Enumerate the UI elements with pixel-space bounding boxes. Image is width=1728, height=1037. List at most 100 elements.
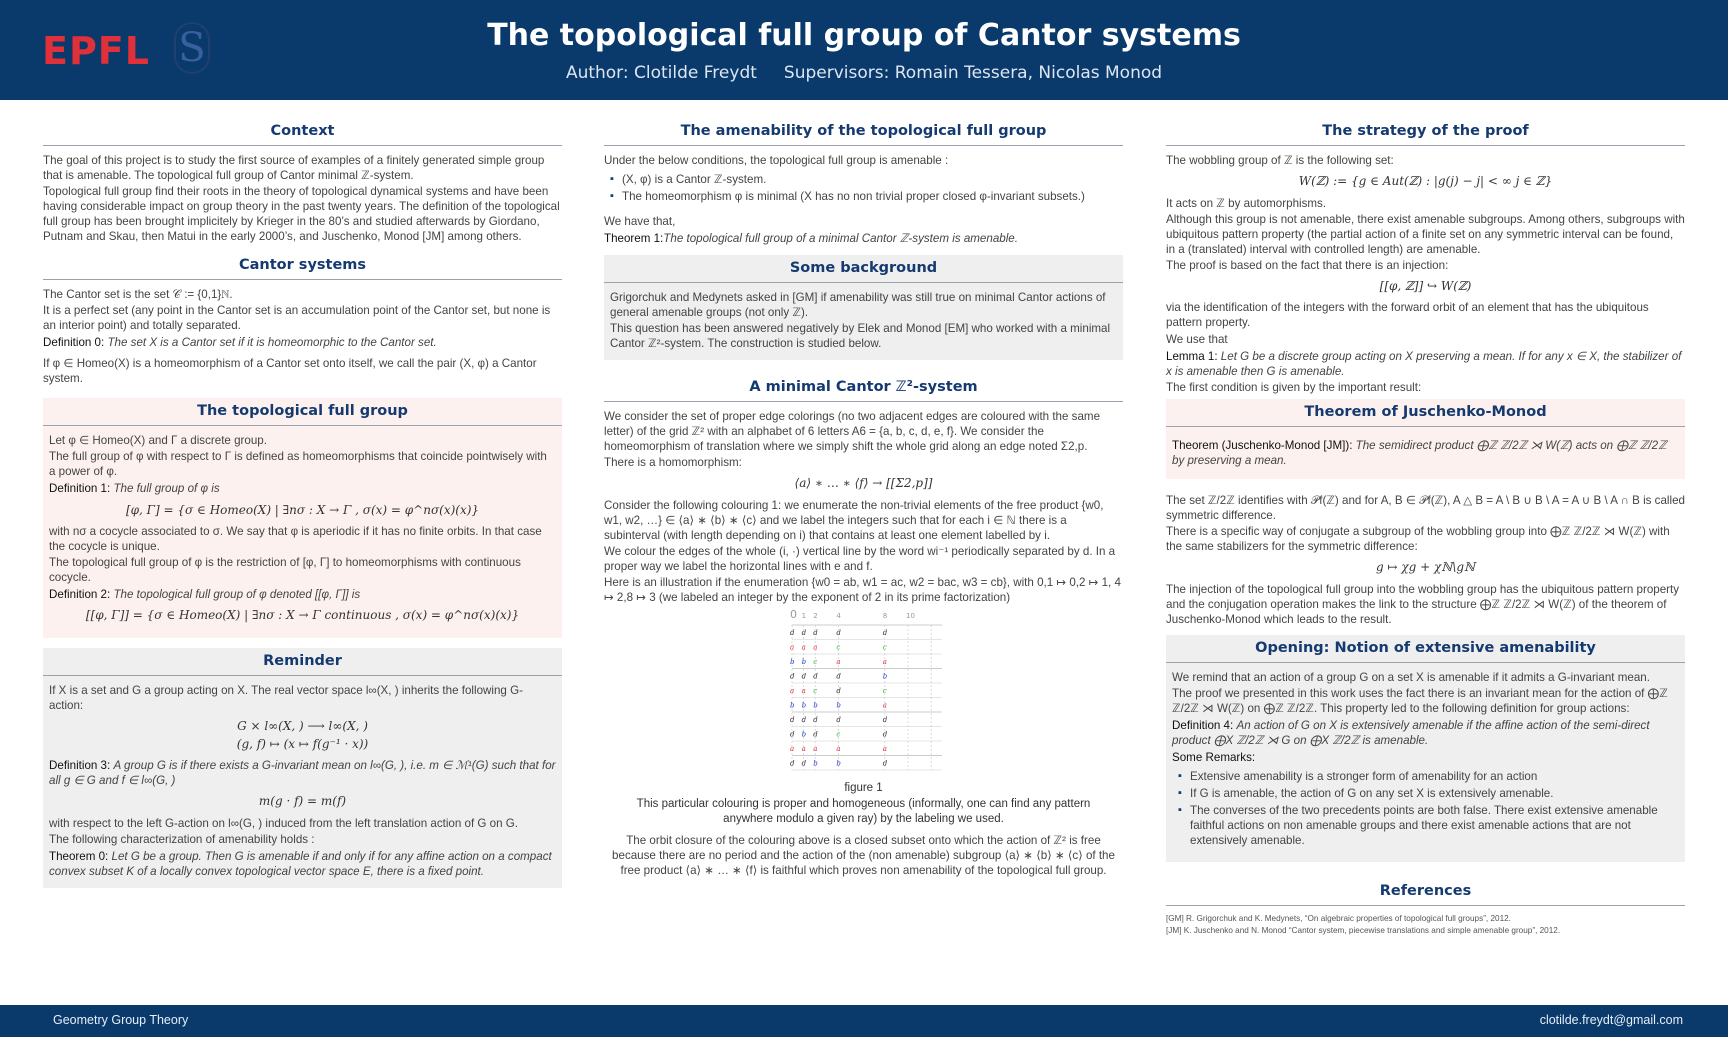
equation: g ↦ χg + χℕ\gℕ bbox=[1376, 560, 1475, 574]
reference-item: [JM] K. Juschenko and N. Monod “Cantor s… bbox=[1166, 925, 1561, 935]
definition-1: Definition 1: The full group of φ is bbox=[49, 481, 556, 496]
remarks-heading: Some Remarks: bbox=[1172, 750, 1256, 764]
section-juschenko-monod: Theorem of Juschenko-Monod Theorem (Jusc… bbox=[1166, 398, 1685, 479]
equation: G × l∞(X, ) ⟶ l∞(X, ) bbox=[237, 719, 368, 733]
paragraph: This question has been answered negative… bbox=[610, 322, 1111, 351]
edge-colour-label: c bbox=[882, 688, 886, 696]
edge-colour-label: a bbox=[790, 688, 794, 696]
section-strategy: The strategy of the proof The wobbling g… bbox=[1166, 122, 1685, 395]
edge-colour-label: d bbox=[836, 717, 841, 725]
axis-tick-label: 0 bbox=[790, 609, 797, 621]
remarks-list: Extensive amenability is a stronger form… bbox=[1178, 769, 1679, 848]
edge-colour-label: d bbox=[813, 630, 818, 638]
section-cantor-systems: Cantor systems The Cantor set is the set… bbox=[43, 256, 562, 386]
definition-label: Definition 1: bbox=[49, 482, 111, 496]
theorem-text: The topological full group of a minimal … bbox=[663, 232, 1018, 246]
equation: m(g · f) = m(f) bbox=[258, 794, 347, 809]
edge-colour-label: b bbox=[790, 702, 795, 710]
equation: (g, f) ↦ (x ↦ f(g⁻¹ · x)) bbox=[236, 736, 369, 751]
paragraph: with respect to the left G-action on l∞(… bbox=[49, 816, 519, 830]
section-title: Some background bbox=[604, 259, 1123, 283]
edge-colour-label: c bbox=[813, 659, 817, 667]
definition-text: The set X is a Cantor set if it is homeo… bbox=[107, 336, 437, 350]
edge-colour-label: a bbox=[836, 659, 840, 667]
paragraph: The full group of φ with respect to Γ is… bbox=[49, 450, 547, 479]
paragraph: The proof is based on the fact that ther… bbox=[1166, 258, 1449, 272]
edge-colour-label: d bbox=[801, 673, 806, 681]
definition-text: The topological full group of φ denoted … bbox=[113, 588, 361, 602]
theorem-juschenko-monod: Theorem (Juschenko-Monod [JM]): The semi… bbox=[1172, 434, 1679, 472]
conditions-list: (X, φ) is a Cantor ℤ-system. The homeomo… bbox=[610, 172, 1123, 204]
edge-colour-label: a bbox=[790, 644, 794, 652]
section-some-background: Some background Grigorchuk and Medynets … bbox=[604, 255, 1123, 361]
column-middle: The amenability of the topological full … bbox=[604, 122, 1123, 890]
edge-colour-label: a bbox=[813, 644, 817, 652]
edge-colour-label: a bbox=[801, 688, 805, 696]
edge-colour-label: b bbox=[836, 760, 841, 768]
edge-colour-label: c bbox=[836, 731, 840, 739]
paragraph: Here is an illustration if the enumerati… bbox=[604, 576, 1121, 605]
edge-colour-label: a bbox=[836, 746, 840, 754]
paragraph: We have that, bbox=[604, 215, 676, 229]
definition-4: Definition 4: An action of G on X is ext… bbox=[1172, 718, 1679, 748]
definition-text: A group G is if there exists a G-invaria… bbox=[49, 759, 556, 788]
section-title: Cantor systems bbox=[43, 256, 562, 281]
paragraph: The following characterization of amenab… bbox=[49, 832, 315, 846]
list-item: The converses of the two precedents poin… bbox=[1178, 803, 1679, 848]
section-reminder: Reminder If X is a set and G a group act… bbox=[43, 648, 562, 889]
paragraph: The wobbling group of ℤ is the following… bbox=[1166, 153, 1394, 167]
edge-colour-label: b bbox=[813, 760, 818, 768]
paragraph: The proof we presented in this work uses… bbox=[1172, 686, 1668, 715]
paragraph: We consider the set of proper edge color… bbox=[604, 410, 1101, 454]
poster-title: The topological full group of Cantor sys… bbox=[487, 18, 1241, 53]
section-symmetric-difference: The set ℤ/2ℤ identifies with 𝒫f(ℤ) and f… bbox=[1166, 493, 1685, 627]
edge-colour-label: d bbox=[836, 673, 841, 681]
paragraph: The set ℤ/2ℤ identifies with 𝒫f(ℤ) and f… bbox=[1166, 493, 1685, 522]
equation: [[φ, Γ]] = {σ ∈ Homeo(X) | ∃nσ : X → Γ c… bbox=[85, 608, 520, 623]
list-item: If G is amenable, the action of G on any… bbox=[1178, 786, 1679, 801]
section-references: References [GM] R. Grigorchuk and K. Med… bbox=[1166, 882, 1685, 936]
edge-colour-label: b bbox=[801, 659, 806, 667]
university-seal-icon: S bbox=[174, 22, 210, 74]
equation: W(ℤ) := {g ∈ Aut(ℤ) : |g(j) − j| < ∞ j ∈… bbox=[1298, 173, 1553, 188]
edge-colour-label: b bbox=[790, 659, 795, 667]
definition-0: Definition 0: The set X is a Cantor set … bbox=[43, 335, 562, 350]
paragraph: If φ ∈ Homeo(X) is a homeomorphism of a … bbox=[43, 357, 537, 386]
paragraph: It acts on ℤ by automorphisms. bbox=[1166, 196, 1327, 210]
edge-colour-label: c bbox=[813, 688, 817, 696]
edge-colour-label: d bbox=[790, 717, 795, 725]
poster-subtitle: Author: Clotilde Freydt Supervisors: Rom… bbox=[565, 63, 1163, 83]
edge-colour-label: d bbox=[790, 673, 795, 681]
poster-header: EPFL S The topological full group of Can… bbox=[0, 0, 1728, 100]
paragraph: Let φ ∈ Homeo(X) and Γ a discrete group. bbox=[49, 434, 267, 448]
paragraph: The injection of the topological full gr… bbox=[1166, 582, 1680, 626]
definition-label: Definition 0: bbox=[43, 336, 105, 350]
equation: [φ, Γ] = {σ ∈ Homeo(X) | ∃nσ : X → Γ , σ… bbox=[125, 502, 480, 517]
edge-colour-label: d bbox=[882, 760, 887, 768]
section-title: Context bbox=[43, 122, 562, 146]
definition-label: Definition 3: bbox=[49, 759, 111, 773]
axis-tick-label: 10 bbox=[906, 612, 915, 620]
definition-text: An action of G on X is extensively amena… bbox=[1172, 718, 1650, 747]
section-context: Context The goal of this project is to s… bbox=[43, 122, 562, 244]
paragraph: We remind that an action of a group G on… bbox=[1172, 670, 1650, 684]
edge-colour-label: a bbox=[882, 702, 886, 710]
section-opening: Opening: Notion of extensive amenability… bbox=[1166, 634, 1685, 863]
theorem-0: Theorem 0: Let G be a group. Then G is a… bbox=[49, 849, 556, 879]
section-title: Theorem of Juschenko-Monod bbox=[1166, 403, 1685, 427]
paragraph: Under the below conditions, the topologi… bbox=[604, 153, 949, 167]
edge-colour-label: a bbox=[882, 659, 886, 667]
section-minimal-cantor: A minimal Cantor ℤ²-system We consider t… bbox=[604, 378, 1123, 878]
edge-colour-label: d bbox=[882, 731, 887, 739]
edge-colour-label: a bbox=[790, 746, 794, 754]
paragraph: The Cantor set is the set 𝒞 := {0,1}ℕ. bbox=[43, 288, 233, 302]
edge-colour-label: b bbox=[813, 702, 818, 710]
edge-colour-label: d bbox=[801, 630, 806, 638]
paragraph: The topological full group of φ is the r… bbox=[49, 556, 521, 585]
axis-tick-label: 4 bbox=[836, 612, 841, 620]
edge-colour-label: a bbox=[801, 644, 805, 652]
edge-colour-label: d bbox=[836, 630, 841, 638]
theorem-1: Theorem 1:The topological full group of … bbox=[604, 231, 1123, 246]
edge-colour-label: a bbox=[813, 746, 817, 754]
